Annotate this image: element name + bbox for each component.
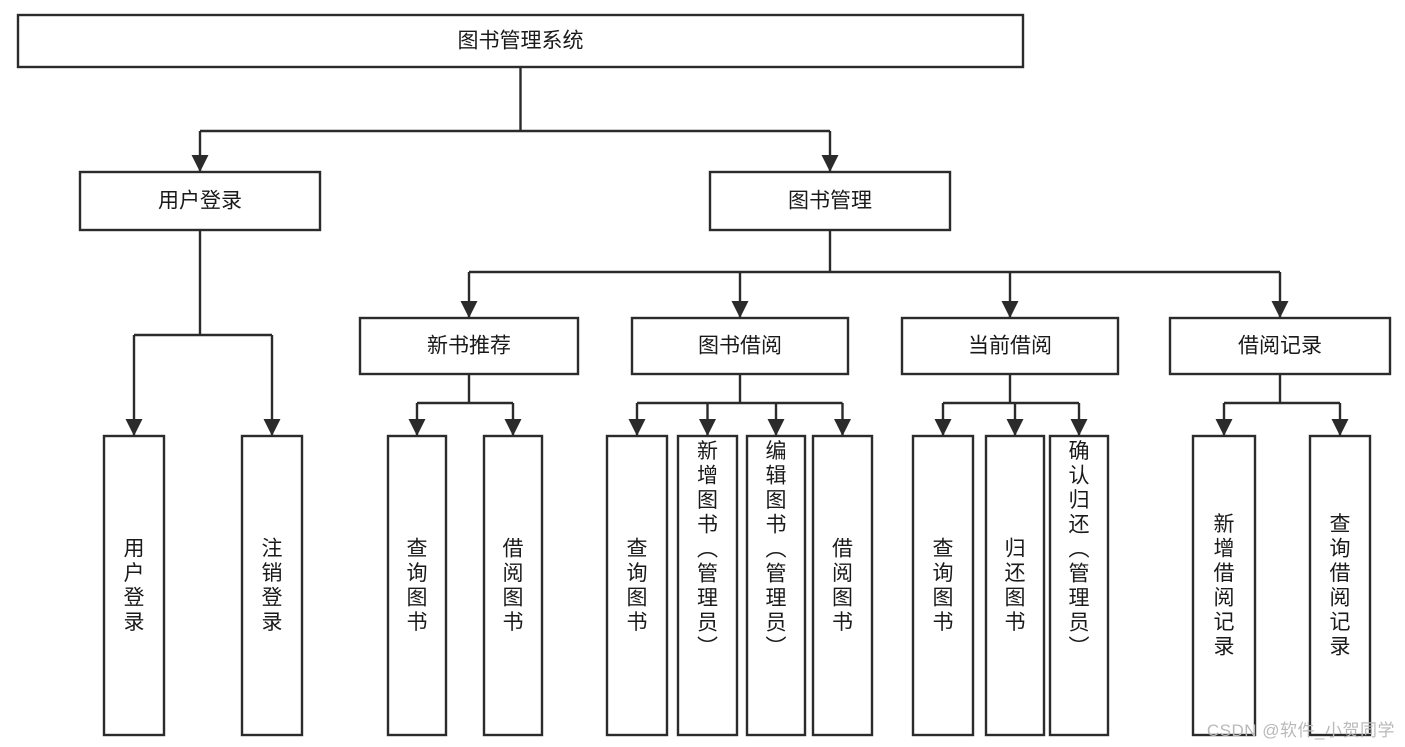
arrow-head-icon xyxy=(1331,419,1349,436)
edge-group-current-borrow xyxy=(934,374,1088,436)
node-label-current-borrow: 当前借阅 xyxy=(968,335,1052,358)
node-label-user-login: 用户登录 xyxy=(158,190,242,213)
edges-layer xyxy=(125,67,1349,436)
node-user-login[interactable]: 用户登录 xyxy=(78,170,322,232)
edge-group-user-login xyxy=(125,230,281,436)
node-label-leaf-query-book-2: 查询图书 xyxy=(627,538,648,635)
node-label-leaf-query-book-3: 查询图书 xyxy=(933,538,954,635)
arrow-head-icon xyxy=(1215,419,1233,436)
edge-group-root xyxy=(191,67,839,172)
node-box-leaf-add-record xyxy=(1191,434,1257,737)
arrow-head-icon xyxy=(1271,301,1289,318)
node-box-user-login xyxy=(78,170,322,232)
node-leaf-add-book[interactable]: 新增图书︵管理员︶ xyxy=(676,434,739,737)
node-box-borrow-record xyxy=(1168,316,1392,376)
node-leaf-add-record[interactable]: 新增借阅记录 xyxy=(1191,434,1257,737)
edge-group-book-borrow xyxy=(628,374,851,436)
arrow-head-icon xyxy=(699,419,716,436)
arrow-head-icon xyxy=(191,155,209,172)
arrow-head-icon xyxy=(821,155,839,172)
node-leaf-logout[interactable]: 注销登录 xyxy=(240,434,304,737)
node-leaf-return-book[interactable]: 归还图书 xyxy=(984,434,1046,737)
edge-group-borrow-record xyxy=(1215,374,1349,436)
node-box-leaf-borrow-book-1 xyxy=(482,434,544,737)
arrow-head-icon xyxy=(263,419,281,436)
node-box-new-book-rec xyxy=(358,316,580,376)
node-label-book-borrow: 图书借阅 xyxy=(698,335,782,358)
node-leaf-query-book-3[interactable]: 查询图书 xyxy=(911,434,975,737)
arrow-head-icon xyxy=(1001,301,1019,318)
node-label-root: 图书管理系统 xyxy=(458,30,584,53)
arrow-head-icon xyxy=(504,419,522,436)
node-leaf-confirm-return[interactable]: 确认归还︵管理员︶ xyxy=(1048,434,1110,737)
node-box-book-manage xyxy=(708,170,952,232)
node-box-leaf-borrow-book-2 xyxy=(811,434,874,737)
node-label-borrow-record: 借阅记录 xyxy=(1238,335,1322,358)
arrow-head-icon xyxy=(408,419,426,436)
arrow-head-icon xyxy=(460,301,478,318)
csdn-watermark: CSDN @软件_小贺同学 xyxy=(1206,721,1395,740)
node-new-book-rec[interactable]: 新书推荐 xyxy=(358,316,580,376)
node-label-leaf-user-login: 用户登录 xyxy=(124,538,145,635)
node-box-leaf-user-login xyxy=(102,434,166,737)
arrow-head-icon xyxy=(628,419,646,436)
arrow-head-icon xyxy=(1070,419,1088,436)
node-borrow-record[interactable]: 借阅记录 xyxy=(1168,316,1392,376)
edge-group-new-book-rec xyxy=(408,374,522,436)
node-box-leaf-query-record xyxy=(1308,434,1372,737)
node-label-leaf-edit-book: 编辑图书︵管理员︶ xyxy=(766,440,787,659)
arrow-head-icon xyxy=(1006,419,1024,436)
node-label-new-book-rec: 新书推荐 xyxy=(427,335,511,358)
node-leaf-borrow-book-2[interactable]: 借阅图书 xyxy=(811,434,874,737)
node-box-leaf-query-book-3 xyxy=(911,434,975,737)
edge-group-book-manage xyxy=(460,230,1289,318)
node-label-leaf-add-record: 新增借阅记录 xyxy=(1214,513,1235,659)
node-box-leaf-add-book xyxy=(676,434,739,737)
arrow-head-icon xyxy=(834,419,851,436)
node-box-leaf-confirm-return xyxy=(1048,434,1110,737)
node-box-root xyxy=(16,13,1025,69)
node-box-leaf-logout xyxy=(240,434,304,737)
node-book-borrow[interactable]: 图书借阅 xyxy=(630,316,850,376)
arrow-head-icon xyxy=(125,419,143,436)
arrow-head-icon xyxy=(934,419,952,436)
node-box-leaf-edit-book xyxy=(745,434,807,737)
node-root[interactable]: 图书管理系统 xyxy=(16,13,1025,69)
node-leaf-query-record[interactable]: 查询借阅记录 xyxy=(1308,434,1372,737)
node-leaf-user-login[interactable]: 用户登录 xyxy=(102,434,166,737)
node-leaf-edit-book[interactable]: 编辑图书︵管理员︶ xyxy=(745,434,807,737)
node-label-leaf-query-book-1: 查询图书 xyxy=(407,538,428,635)
node-leaf-query-book-2[interactable]: 查询图书 xyxy=(605,434,669,737)
node-box-book-borrow xyxy=(630,316,850,376)
node-label-book-manage: 图书管理 xyxy=(788,190,872,213)
node-label-leaf-query-record: 查询借阅记录 xyxy=(1330,513,1351,659)
node-current-borrow[interactable]: 当前借阅 xyxy=(900,316,1120,376)
node-label-leaf-logout: 注销登录 xyxy=(262,538,283,635)
arrow-head-icon xyxy=(767,419,785,436)
node-box-leaf-query-book-2 xyxy=(605,434,669,737)
node-leaf-query-book-1[interactable]: 查询图书 xyxy=(386,434,448,737)
node-box-current-borrow xyxy=(900,316,1120,376)
node-box-leaf-return-book xyxy=(984,434,1046,737)
node-leaf-borrow-book-1[interactable]: 借阅图书 xyxy=(482,434,544,737)
nodes-layer: 图书管理系统用户登录图书管理新书推荐图书借阅当前借阅借阅记录用户登录注销登录查询… xyxy=(16,13,1392,737)
node-label-leaf-borrow-book-2: 借阅图书 xyxy=(832,538,853,635)
node-label-leaf-add-book: 新增图书︵管理员︶ xyxy=(697,440,718,659)
arrow-head-icon xyxy=(731,301,749,318)
node-label-leaf-borrow-book-1: 借阅图书 xyxy=(503,538,524,635)
node-label-leaf-confirm-return: 确认归还︵管理员︶ xyxy=(1069,440,1090,659)
node-label-leaf-return-book: 归还图书 xyxy=(1005,538,1026,635)
node-box-leaf-query-book-1 xyxy=(386,434,448,737)
node-book-manage[interactable]: 图书管理 xyxy=(708,170,952,232)
